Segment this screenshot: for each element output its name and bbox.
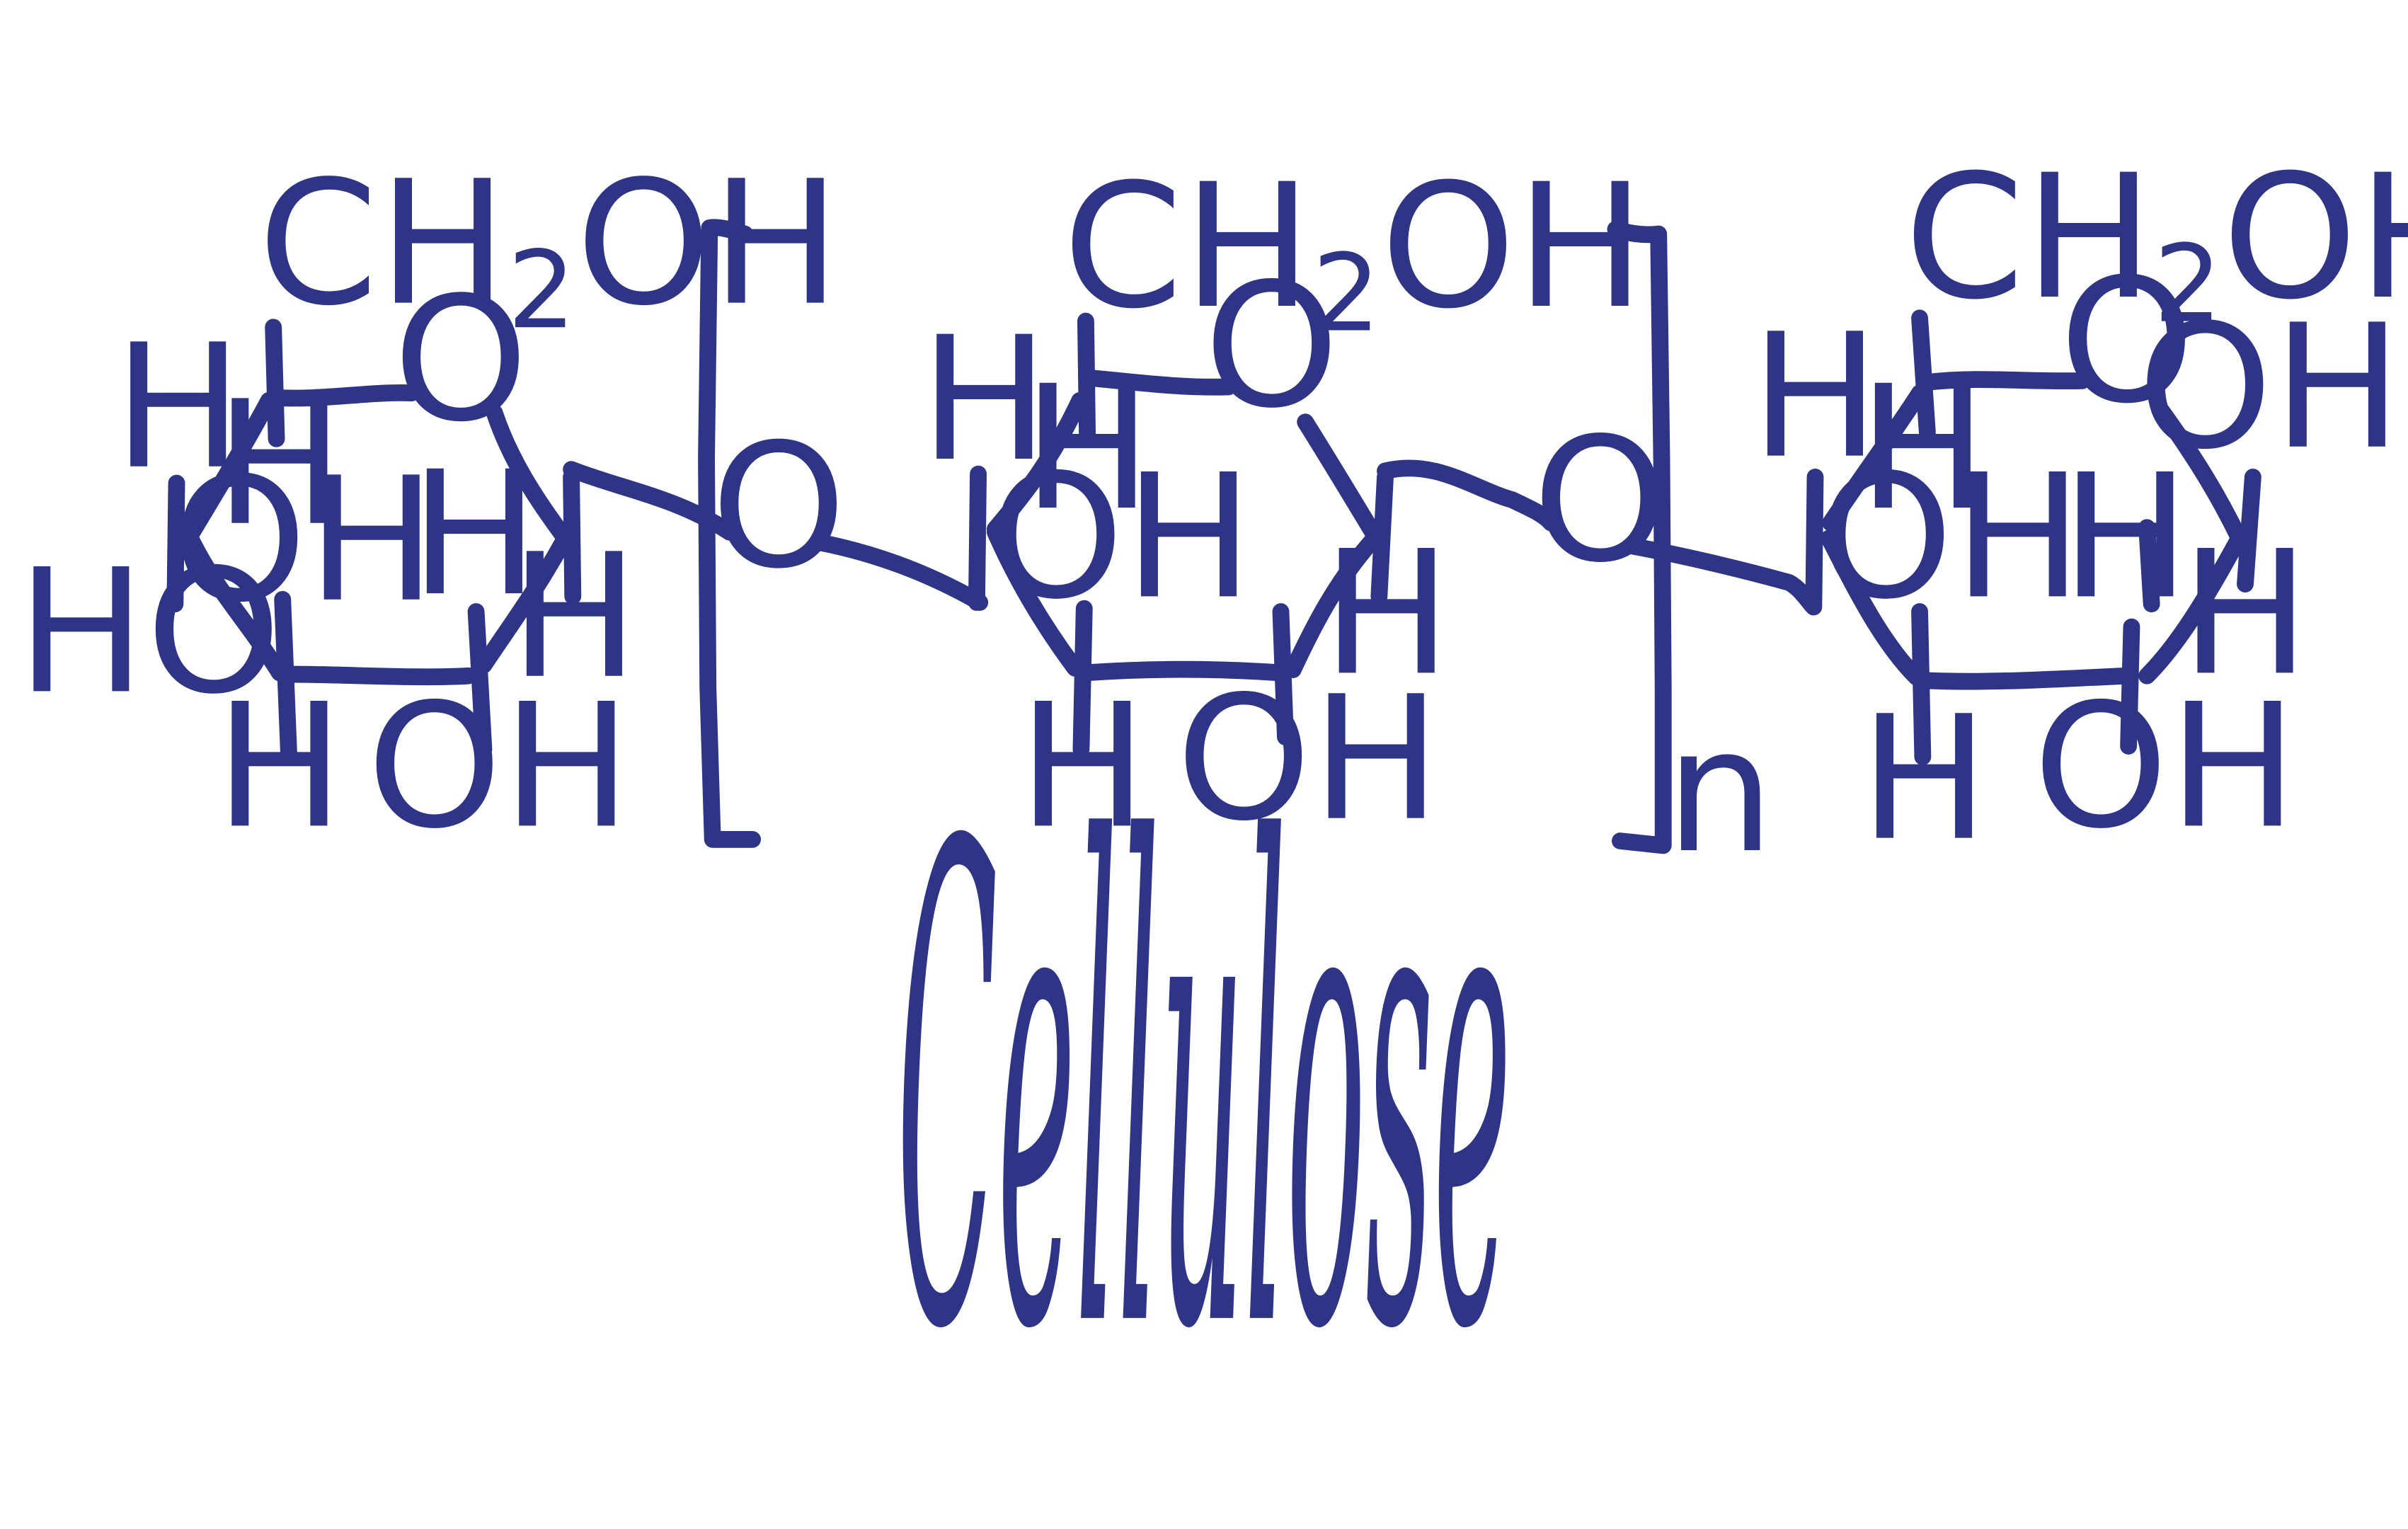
ring1-c4-ho: HO: [16, 533, 281, 732]
ring3-ring-oxygen: O: [2059, 242, 2194, 441]
bond-ring3-c1-oh-bond: [2138, 519, 2160, 613]
bond-ring2-c1-vertical: [1370, 469, 1394, 605]
bond-ring3-c5-o: [1918, 371, 2091, 391]
bond-bridge1-o-ring2: [813, 534, 989, 611]
ring2-c2-hydroxyl: OH: [1176, 660, 1441, 859]
bond-ring1-o-c1: [486, 404, 574, 547]
ring3-ch2oh-main: CH: [1904, 139, 2153, 338]
bond-ring1-c2-c3: [283, 665, 477, 686]
ring1-ch2oh-main: CH: [258, 144, 508, 343]
bond-ring2-c4-c5: [986, 392, 1089, 538]
repeat-bracket-right: [1607, 221, 1672, 854]
ring1-ring-oxygen: O: [393, 260, 528, 459]
ring2-ring-oxygen: O: [1204, 247, 1339, 446]
bond-ring3-c2-vertical: [2120, 618, 2140, 755]
glucose-ring-2: O CH2OH H H OH H OH H H: [919, 147, 1645, 866]
bond-ring2-o-c1: [1297, 413, 1383, 544]
ring2-ch2oh-subscript: 2: [1312, 231, 1381, 356]
bond-ring1-c3-c4: [182, 529, 288, 682]
ring1-ch2oh-label: CH2OH: [258, 144, 841, 353]
bond-bridge2-o-ring3: [1622, 537, 1821, 614]
ring3-ch2oh-label: CH2OH: [1904, 139, 2408, 347]
bridge2-oxygen: O: [1532, 401, 1668, 600]
ring3-c2-hydroxyl: OH: [2033, 668, 2298, 866]
bond-ring3-c4-vertical: [1805, 469, 1824, 616]
bond-ring2-c3-vertical: [1072, 600, 1093, 758]
bond-ring2-c4-vertical: [968, 465, 987, 611]
ring3-c4-hydrogen: H: [1858, 350, 1988, 549]
bond-ring1-c4-vertical: [166, 474, 185, 613]
bond-ring1-c1-c2: [475, 529, 574, 674]
ring2-c1-hydrogen: H: [1322, 515, 1452, 714]
bond-bridge2-c1-o: [1377, 459, 1560, 532]
ring1-c5-hydrogen: H: [113, 308, 243, 507]
ring2-ch2oh-label: CH2OH: [1062, 147, 1645, 355]
bond-ring2-c2-vertical: [1272, 603, 1294, 746]
bond-ring1-c4-c5: [182, 392, 277, 544]
ring2-ch2oh-tail: OH: [1380, 147, 1645, 346]
bond-ring2-c5-o: [1079, 369, 1237, 396]
ring1-c4-hydrogen: H: [215, 365, 345, 563]
bond-ring1-c5-ch2oh: [265, 319, 285, 447]
bond-ring1-c5-o: [265, 384, 420, 407]
ring3-c2-hydrogen: H: [2060, 438, 2190, 637]
bond-ring3-c2-c3: [1915, 667, 2135, 690]
bridge1-oxygen: O: [711, 408, 846, 607]
ring3-ch2oh-tail: OH: [2222, 139, 2408, 338]
glucose-ring-3: O CH2OH H H OH H H OH OH H: [1750, 139, 2408, 879]
glycosidic-bridge-2: O: [1377, 401, 1821, 614]
ring1-c2-hydroxyl: OH: [367, 668, 631, 866]
bond-ring2-c1-c2: [1284, 529, 1383, 678]
bond-ring1-c3-vertical: [274, 590, 297, 761]
ring2-c4-hydroxyl: OH: [989, 438, 1254, 637]
repeat-bracket-left: [698, 219, 762, 848]
ring2-c5-hydrogen: H: [919, 300, 1049, 499]
ring1-c3-hydrogen: H: [215, 668, 345, 866]
ring1-c2-hydrogen: H: [410, 435, 539, 634]
bond-ring3-c3-c4: [1821, 529, 1925, 686]
repeat-count-subscript: n: [1665, 692, 1775, 891]
bond-ring3-c5-ch2oh: [1911, 309, 1936, 442]
bond-ring3-c4-c5: [1822, 384, 1928, 532]
ring2-c4-hydrogen: H: [1023, 350, 1152, 549]
bond-ring3-c1-vertical: [2237, 469, 2261, 592]
bond-ring1-c2-vertical: [467, 603, 493, 758]
ring3-c4-hydroxyl: OH: [1818, 438, 2082, 637]
ring3-ch2oh-subscript: 2: [2154, 222, 2223, 347]
ring2-ch2oh-main: CH: [1062, 147, 1312, 346]
bond-ring3-c3-vertical: [1911, 603, 1932, 766]
ring1-c1-hydrogen: H: [510, 517, 639, 716]
bond-ring2-c5-ch2oh: [1077, 312, 1096, 443]
bond-ring1-c1-vertical: [563, 469, 582, 605]
ring3-c1-hydrogen: H: [2181, 515, 2310, 714]
ring2-c3-hydrogen: H: [1018, 668, 1147, 866]
ring1-ch2oh-subscript: 2: [508, 228, 576, 353]
bond-ring3-c1-c2: [2138, 529, 2248, 685]
bond-ring2-c3-c4: [986, 523, 1084, 677]
bond-ring3-o-c1: [2152, 401, 2248, 547]
ring3-c1-hydroxyl: OH: [2138, 288, 2402, 487]
ring3-c5-hydrogen: H: [1750, 297, 1880, 496]
ring3-c3-hydrogen: H: [1859, 680, 1989, 878]
ring1-c4-hydroxyl: OH: [172, 441, 437, 640]
diagram-title: Cellulose: [897, 708, 1511, 1474]
bond-ring2-c2-c3: [1077, 660, 1288, 682]
